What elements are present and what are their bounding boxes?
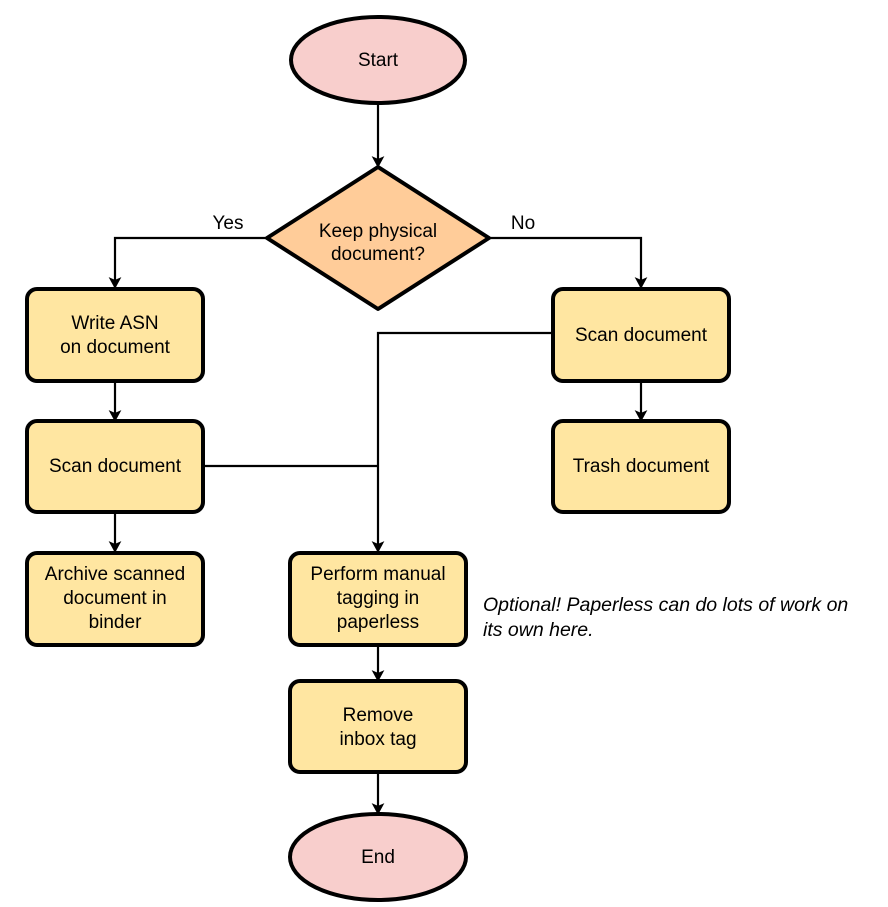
edge-scan-right-to-manual-tag xyxy=(371,331,553,553)
node-remove-inbox-tag[interactable]: Remove inbox tag xyxy=(288,679,468,774)
node-scan-document-right[interactable]: Scan document xyxy=(551,287,731,383)
node-archive-scanned-document[interactable]: Archive scanned document in binder xyxy=(25,551,205,647)
annotation-line1: Optional! Paperless can do lots of work … xyxy=(483,594,848,616)
write-asn-box-shape xyxy=(25,287,205,383)
edge-label-layer: Yes No xyxy=(213,213,536,234)
manual-tagging-label-line2: tagging in xyxy=(337,588,419,609)
node-trash-document[interactable]: Trash document xyxy=(551,419,731,514)
scan-document-left-label: Scan document xyxy=(49,456,182,477)
node-start[interactable]: Start xyxy=(289,15,467,105)
decision-label-line2: document? xyxy=(331,244,425,265)
edge-layer xyxy=(108,103,648,815)
trash-document-box-shape xyxy=(551,419,731,514)
edge-decision-yes-to-write-asn xyxy=(108,236,266,289)
scan-document-right-label: Scan document xyxy=(575,325,708,346)
archive-label-line2: document in xyxy=(63,588,167,609)
node-write-asn-on-document[interactable]: Write ASN on document xyxy=(25,287,205,383)
scan-document-left-box-shape xyxy=(25,419,205,514)
decision-diamond-shape xyxy=(265,165,491,311)
write-asn-label-line2: on document xyxy=(60,337,171,358)
annotation-line2: its own here. xyxy=(483,619,594,641)
remove-inbox-tag-box-shape xyxy=(288,679,468,774)
manual-tagging-label-line1: Perform manual xyxy=(310,564,445,585)
archive-box-shape xyxy=(25,551,205,647)
scan-document-right-box-shape xyxy=(551,287,731,383)
start-label: Start xyxy=(358,50,399,71)
node-decision-keep-physical-document[interactable]: Keep physical document? xyxy=(265,165,491,311)
annotation-optional-note: Optional! Paperless can do lots of work … xyxy=(483,594,848,641)
manual-tagging-label-line3: paperless xyxy=(337,612,419,633)
remove-inbox-tag-label-line1: Remove xyxy=(343,705,414,726)
archive-label-line3: binder xyxy=(89,612,142,633)
node-scan-document-left[interactable]: Scan document xyxy=(25,419,205,514)
trash-document-label: Trash document xyxy=(573,456,710,477)
manual-tagging-box-shape xyxy=(288,551,468,647)
remove-inbox-tag-label-line2: inbox tag xyxy=(339,729,416,750)
archive-label-line1: Archive scanned xyxy=(45,564,185,585)
end-terminator-shape xyxy=(288,812,468,902)
edge-decision-no-to-scan-right xyxy=(490,236,648,289)
write-asn-label-line1: Write ASN xyxy=(71,313,158,334)
edge-label-yes: Yes xyxy=(213,213,244,234)
node-perform-manual-tagging[interactable]: Perform manual tagging in paperless xyxy=(288,551,468,647)
end-label: End xyxy=(361,847,395,868)
start-terminator-shape xyxy=(289,15,467,105)
edge-label-no: No xyxy=(511,213,535,234)
node-end[interactable]: End xyxy=(288,812,468,902)
decision-label-line1: Keep physical xyxy=(319,221,437,242)
